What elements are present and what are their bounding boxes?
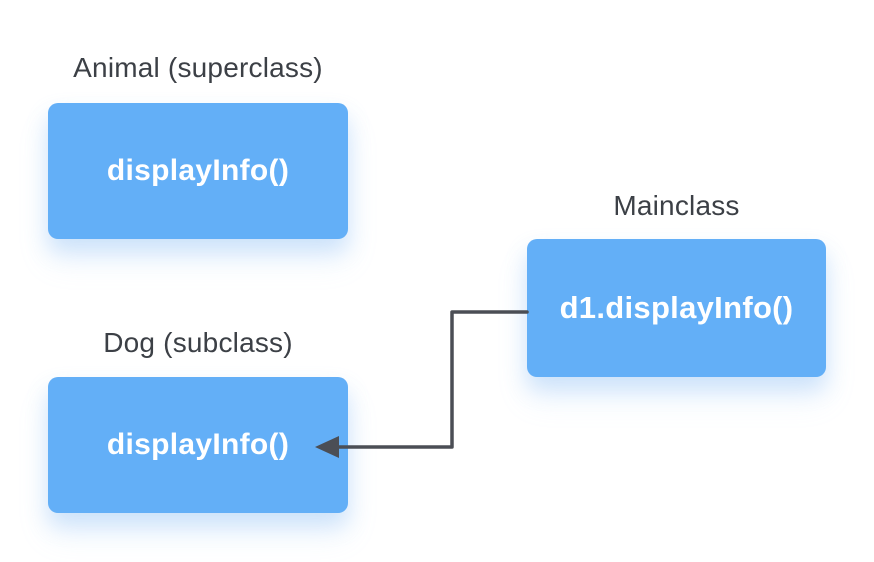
subclass-box: displayInfo() [48,377,348,513]
superclass-label: Animal (superclass) [73,52,323,83]
call-arrow-line [336,310,529,449]
subclass-label: Dog (subclass) [103,327,293,358]
mainclass-label: Mainclass [613,190,740,221]
mainclass-box: d1.displayInfo() [527,239,826,377]
superclass-method-text: displayInfo() [106,154,290,187]
mainclass-method-text: d1.displayInfo() [559,290,794,325]
superclass-box: displayInfo() [48,103,348,239]
subclass-method-text: displayInfo() [106,428,290,461]
